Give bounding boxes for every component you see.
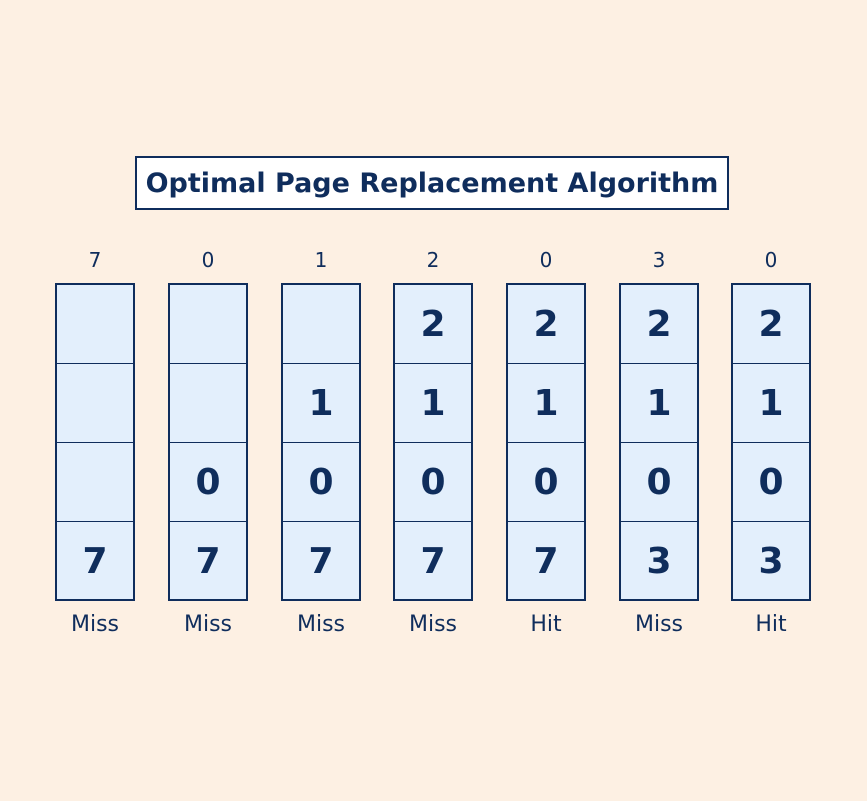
reference-label: 0 <box>539 248 553 272</box>
reference-label: 2 <box>426 248 440 272</box>
frame-cell: 0 <box>283 443 359 522</box>
frame-cell <box>170 364 246 443</box>
frame-cell: 3 <box>646 541 672 582</box>
frame-cell <box>170 285 246 364</box>
reference-label: 0 <box>764 248 778 272</box>
reference-label: 7 <box>88 248 102 272</box>
frame-cell: 2 <box>733 285 809 364</box>
frame-cell: 7 <box>308 541 334 582</box>
frame-cell: 0 <box>621 443 697 522</box>
frame-cell <box>57 285 133 364</box>
frame-column: 1 0 7 <box>281 283 361 601</box>
frame-column: 2 1 0 7 <box>506 283 586 601</box>
result-label: Miss <box>408 612 458 637</box>
result-label: Miss <box>70 612 120 637</box>
frame-cell: 0 <box>733 443 809 522</box>
frame-cell: 2 <box>508 285 584 364</box>
frame-cell: 2 <box>395 285 471 364</box>
frame-cell: 1 <box>733 364 809 443</box>
title-box: Optimal Page Replacement Algorithm <box>135 156 729 210</box>
frame-cell: 1 <box>395 364 471 443</box>
frame-cell: 7 <box>82 541 108 582</box>
frame-cell <box>57 364 133 443</box>
frame-cell: 7 <box>420 541 446 582</box>
frame-cell: 1 <box>283 364 359 443</box>
result-label: Miss <box>183 612 233 637</box>
frame-cell: 7 <box>533 541 559 582</box>
result-label: Hit <box>755 612 787 637</box>
frame-cell <box>57 443 133 522</box>
frame-cell: 7 <box>195 541 221 582</box>
frame-cell: 2 <box>621 285 697 364</box>
frame-column: 2 1 0 3 <box>731 283 811 601</box>
frame-cell: 3 <box>758 541 784 582</box>
result-label: Hit <box>530 612 562 637</box>
frame-column: 2 1 0 7 <box>393 283 473 601</box>
frame-cell: 0 <box>395 443 471 522</box>
reference-label: 3 <box>652 248 666 272</box>
frame-cell: 0 <box>508 443 584 522</box>
frame-column: 2 1 0 3 <box>619 283 699 601</box>
frame-column: 7 <box>55 283 135 601</box>
result-label: Miss <box>296 612 346 637</box>
frame-cell: 1 <box>508 364 584 443</box>
frame-cell: 1 <box>621 364 697 443</box>
result-label: Miss <box>634 612 684 637</box>
frame-cell: 0 <box>170 443 246 522</box>
diagram-title: Optimal Page Replacement Algorithm <box>145 167 719 199</box>
frame-column: 0 7 <box>168 283 248 601</box>
reference-label: 0 <box>201 248 215 272</box>
frame-cell <box>283 285 359 364</box>
reference-label: 1 <box>314 248 328 272</box>
